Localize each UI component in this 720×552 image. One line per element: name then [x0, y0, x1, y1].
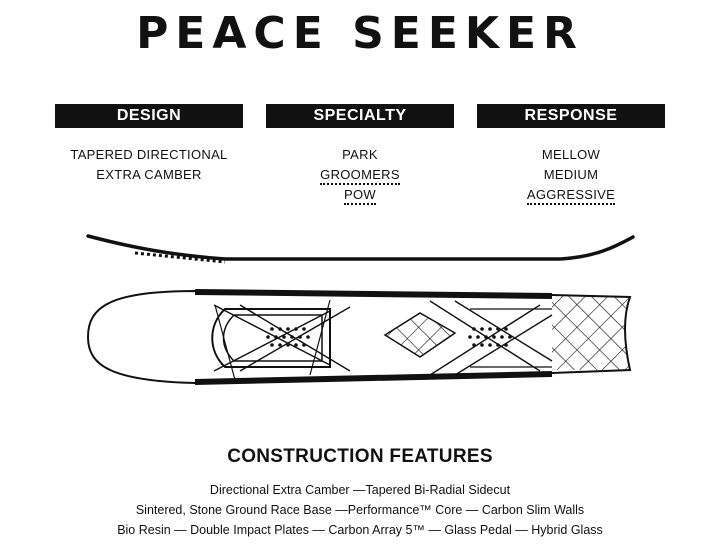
design-column: DESIGN TAPERED DIRECTIONAL EXTRA CAMBER	[55, 104, 243, 185]
board-construction-illustration	[86, 289, 632, 385]
construction-line: Bio Resin — Double Impact Plates — Carbo…	[117, 523, 603, 537]
response-item-aggressive: AGGRESSIVE	[526, 187, 616, 205]
response-column: RESPONSE MELLOW MEDIUM AGGRESSIVE	[477, 104, 665, 205]
response-item-medium: MEDIUM	[543, 167, 599, 182]
specialty-item-pow: POW	[344, 187, 376, 205]
construction-heading: CONSTRUCTION FEATURES	[227, 446, 493, 467]
specialty-item-groomers: GROOMERS	[320, 167, 400, 185]
board-illustration	[86, 234, 635, 385]
response-item-mellow: MELLOW	[541, 147, 601, 162]
specialty-item-park: PARK	[342, 147, 378, 162]
construction-line: Directional Extra Camber —Tapered Bi-Rad…	[209, 483, 511, 497]
page-title: PEACE SEEKER	[136, 8, 584, 59]
specialty-heading: SPECIALTY	[266, 104, 454, 128]
design-item: EXTRA CAMBER	[96, 167, 202, 182]
design-heading: DESIGN	[55, 104, 243, 128]
camber-profile-illustration	[86, 234, 635, 264]
construction-line: Sintered, Stone Ground Race Base —Perfor…	[135, 503, 585, 517]
design-item: TAPERED DIRECTIONAL	[70, 147, 228, 162]
response-heading: RESPONSE	[477, 104, 665, 128]
specialty-column: SPECIALTY PARK GROOMERS POW	[266, 104, 454, 205]
